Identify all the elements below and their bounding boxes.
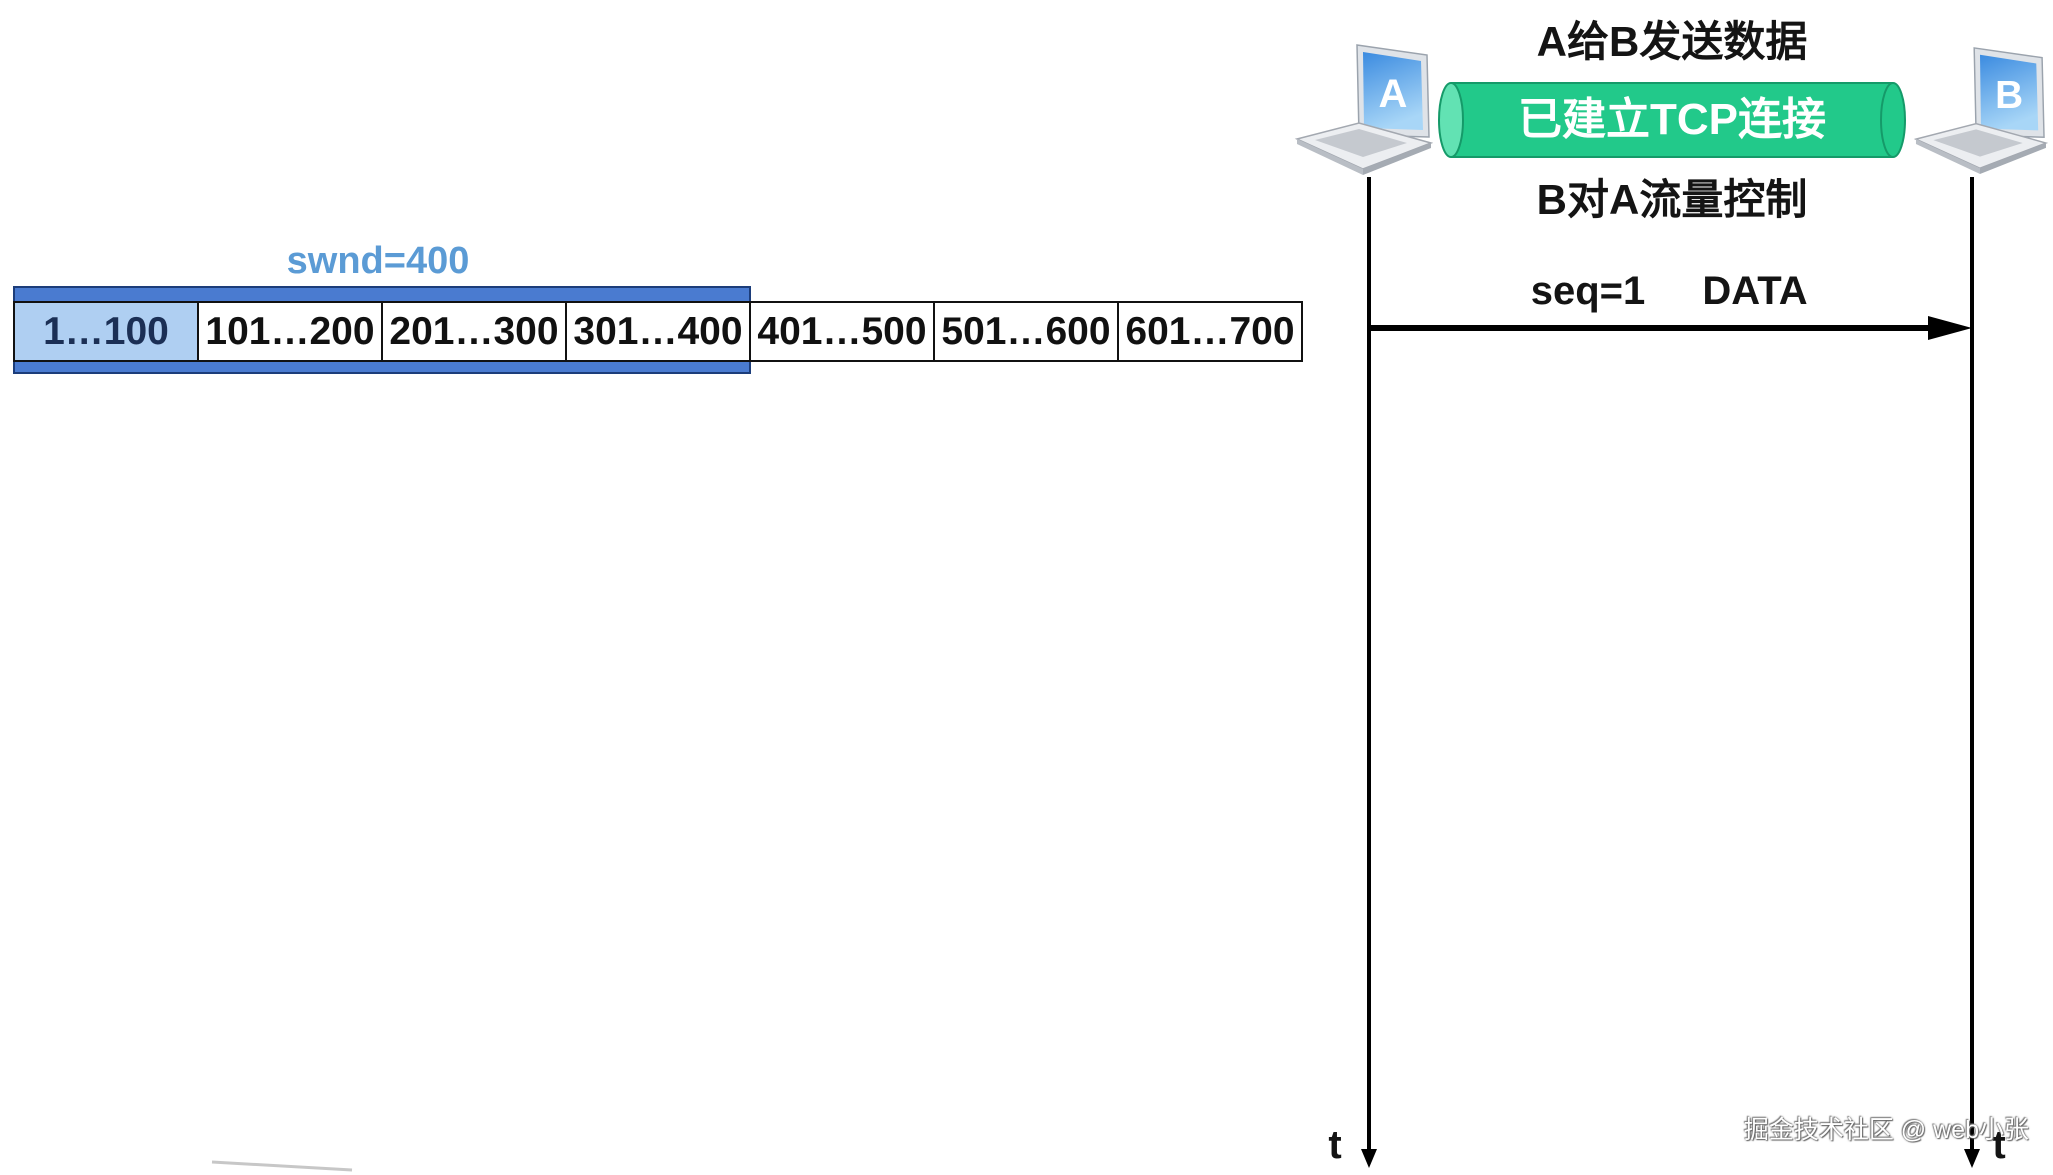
laptop-icon: B (1913, 47, 2048, 175)
host-a-time-axis-label: t (1328, 1123, 1342, 1167)
host-b-timeline-arrowhead (1964, 1149, 1980, 1168)
segment-payload-label: DATA (1702, 269, 1808, 313)
byte-range-cell: 201…300 (381, 301, 567, 362)
byte-range-cell: 301…400 (565, 301, 751, 362)
connection-label: 已建立TCP连接 (1518, 95, 1826, 144)
pipe-left-face (1438, 82, 1464, 158)
host-a-timeline-arrowhead (1361, 1149, 1377, 1168)
laptop-side-edge (1363, 143, 1431, 175)
byte-range-cell: 401…500 (749, 301, 935, 362)
laptop-side-edge (1980, 143, 2046, 175)
byte-range-cell: 601…700 (1117, 301, 1303, 362)
host-a-label: A (1379, 72, 1408, 116)
byte-range-cell: 1…100 (13, 301, 199, 362)
byte-range-cell: 501…600 (933, 301, 1119, 362)
diagram-subtitle: B对A流量控制 (1536, 176, 1808, 223)
laptop-front-edge (1915, 139, 1980, 175)
laptop-front-edge (1297, 139, 1363, 175)
watermark: 掘金技术社区 @ web小张 (1743, 1116, 2029, 1144)
pipe-body (1451, 83, 1893, 157)
laptop-keyboard (1315, 129, 1407, 157)
laptop-keyboard (1933, 129, 2023, 157)
data-segment-arrowhead (1928, 316, 1972, 340)
host-b-label: B (1995, 74, 2023, 117)
laptop-screen (1363, 52, 1423, 130)
laptop-screen (1980, 54, 2039, 131)
host-b-time-axis-label: t (1992, 1123, 2006, 1167)
segment-seq-label: seq=1 (1530, 269, 1646, 313)
byte-range-cell: 101…200 (197, 301, 383, 362)
send-window-label: swnd=400 (286, 240, 470, 282)
diagram-title: A给B发送数据 (1536, 18, 1808, 65)
laptop-icon: A (1294, 44, 1433, 175)
cylinder-pipe-icon (1438, 82, 1906, 158)
stray-mark (211, 1160, 353, 1172)
